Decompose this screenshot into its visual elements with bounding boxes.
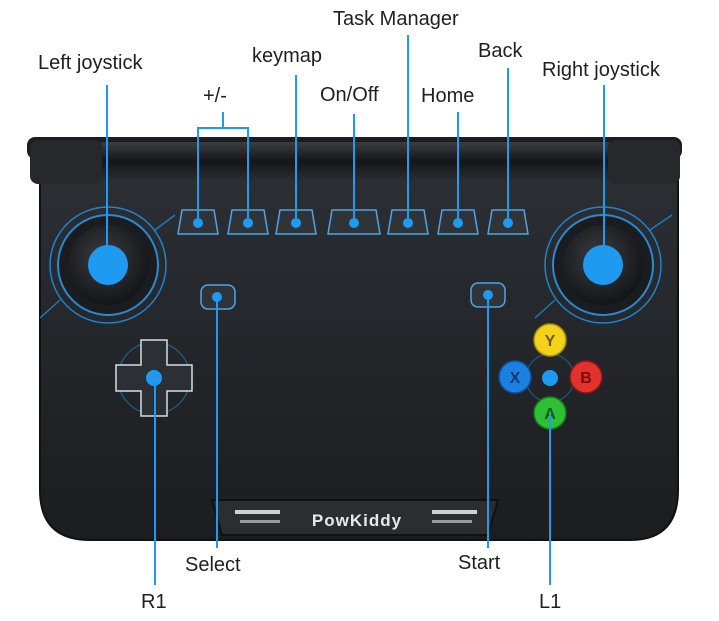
y-button-label: Y — [545, 333, 556, 350]
label-home: Home — [421, 85, 475, 107]
label-on-off: On/Off — [320, 84, 379, 106]
x-button[interactable]: X — [498, 360, 532, 394]
top-buttons — [177, 209, 529, 235]
label-right-joystick: Right joystick — [542, 59, 660, 81]
hinge-bar — [98, 142, 613, 180]
label-keymap: keymap — [252, 45, 323, 67]
label-select: Select — [185, 554, 241, 576]
label-plus-minus: +/- — [203, 85, 227, 107]
label-l1: L1 — [539, 591, 562, 613]
right-shoulder — [608, 140, 680, 184]
callout-lines — [106, 35, 605, 585]
b-button[interactable]: B — [569, 360, 603, 394]
label-r1: R1 — [141, 591, 167, 613]
x-button-label: X — [510, 370, 521, 387]
brand-text: PowKiddy — [312, 511, 402, 530]
left-shoulder — [30, 140, 102, 184]
y-button[interactable]: Y — [533, 323, 567, 357]
label-task-manager: Task Manager — [333, 8, 459, 30]
left-joystick[interactable] — [39, 206, 176, 324]
device-body — [27, 137, 682, 541]
b-button-label: B — [580, 370, 592, 387]
label-left-joystick: Left joystick — [38, 52, 143, 74]
label-back: Back — [478, 40, 523, 62]
label-start: Start — [458, 552, 501, 574]
right-joystick[interactable] — [534, 206, 673, 324]
